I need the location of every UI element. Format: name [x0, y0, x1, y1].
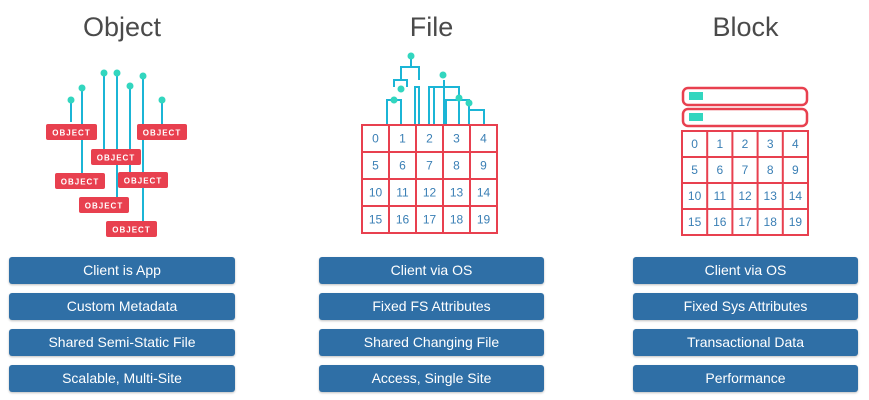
object-feature-metadata[interactable]: Custom Metadata [9, 293, 235, 320]
object-box: OBJECT [79, 197, 129, 213]
file-cell: 15 [369, 213, 383, 227]
block-cell: 11 [714, 189, 727, 203]
file-cell: 9 [480, 159, 487, 173]
block-cell: 18 [764, 215, 778, 229]
block-cell: 6 [716, 163, 723, 177]
block-cell: 19 [789, 215, 803, 229]
object-box: OBJECT [55, 173, 105, 189]
object-tree-illustration: OBJECT OBJECT OBJECT OBJECT OBJECT OBJEC… [46, 69, 187, 237]
object-tree-nodes [67, 69, 166, 104]
object-feature-shared[interactable]: Shared Semi-Static File [9, 329, 235, 356]
block-feature-client[interactable]: Client via OS [633, 257, 858, 284]
file-cell: 0 [372, 132, 379, 146]
svg-text:OBJECT: OBJECT [97, 154, 135, 163]
file-cell: 13 [450, 186, 464, 200]
block-cell: 7 [742, 163, 749, 177]
svg-text:OBJECT: OBJECT [85, 202, 123, 211]
block-grid: 0 1 2 3 4 5 6 7 8 9 10 11 12 13 14 15 16… [681, 130, 809, 236]
svg-text:OBJECT: OBJECT [52, 129, 90, 138]
block-cell: 3 [767, 137, 774, 151]
file-tree-illustration: 0 1 2 3 4 5 6 7 8 9 10 11 12 13 14 15 16… [361, 52, 498, 234]
block-cell: 13 [764, 189, 778, 203]
file-cell: 1 [399, 132, 406, 146]
file-cell: 12 [423, 186, 437, 200]
file-feature-attributes[interactable]: Fixed FS Attributes [319, 293, 544, 320]
object-feature-scale[interactable]: Scalable, Multi-Site [9, 365, 235, 392]
object-box: OBJECT [137, 124, 187, 140]
file-feature-client[interactable]: Client via OS [319, 257, 544, 284]
block-cell: 1 [716, 137, 723, 151]
block-cell: 0 [691, 137, 698, 151]
file-column: File [319, 0, 544, 400]
file-cell: 7 [426, 159, 433, 173]
file-cell: 5 [372, 159, 379, 173]
block-cell: 16 [713, 215, 727, 229]
block-cell: 10 [688, 189, 702, 203]
file-cell: 18 [450, 213, 464, 227]
object-column: Object OBJECT OBJEC [9, 0, 235, 400]
file-cell: 14 [477, 186, 491, 200]
block-feature-transactional[interactable]: Transactional Data [633, 329, 858, 356]
object-title: Object [82, 12, 162, 42]
block-cell: 8 [767, 163, 774, 177]
block-column: Block 0 1 2 3 4 [633, 0, 858, 400]
file-feature-access[interactable]: Access, Single Site [319, 365, 544, 392]
file-title: File [409, 12, 454, 42]
block-cell: 12 [738, 189, 752, 203]
block-feature-attributes[interactable]: Fixed Sys Attributes [633, 293, 858, 320]
block-cell: 2 [742, 137, 749, 151]
file-cell: 8 [453, 159, 460, 173]
block-feature-performance[interactable]: Performance [633, 365, 858, 392]
file-cell: 4 [480, 132, 487, 146]
file-tree-nodes [390, 52, 473, 107]
file-cell: 2 [426, 132, 433, 146]
file-feature-shared[interactable]: Shared Changing File [319, 329, 544, 356]
object-box: OBJECT [106, 221, 157, 237]
object-box: OBJECT [118, 172, 168, 188]
block-cell: 9 [792, 163, 799, 177]
object-feature-client[interactable]: Client is App [9, 257, 235, 284]
svg-text:OBJECT: OBJECT [143, 129, 181, 138]
file-cell: 10 [369, 186, 383, 200]
file-grid: 0 1 2 3 4 5 6 7 8 9 10 11 12 13 14 15 16… [361, 124, 498, 234]
file-cell: 16 [396, 213, 410, 227]
object-box: OBJECT [46, 124, 97, 140]
block-cell: 17 [738, 215, 752, 229]
block-cell: 4 [792, 137, 799, 151]
block-cell: 15 [688, 215, 702, 229]
svg-text:OBJECT: OBJECT [124, 177, 162, 186]
file-cell: 19 [477, 213, 491, 227]
block-cell: 5 [691, 163, 698, 177]
block-illustration: 0 1 2 3 4 5 6 7 8 9 10 11 12 13 14 15 16… [681, 86, 809, 236]
object-boxes: OBJECT OBJECT OBJECT OBJECT OBJECT OBJEC… [46, 124, 187, 237]
disk-stack [681, 86, 809, 128]
block-cell: 14 [789, 189, 803, 203]
object-box: OBJECT [91, 149, 141, 165]
svg-text:OBJECT: OBJECT [112, 226, 150, 235]
file-cell: 17 [423, 213, 437, 227]
svg-text:OBJECT: OBJECT [61, 178, 99, 187]
block-title: Block [712, 12, 779, 42]
file-cell: 6 [399, 159, 406, 173]
file-cell: 3 [453, 132, 460, 146]
file-cell: 11 [396, 186, 409, 200]
